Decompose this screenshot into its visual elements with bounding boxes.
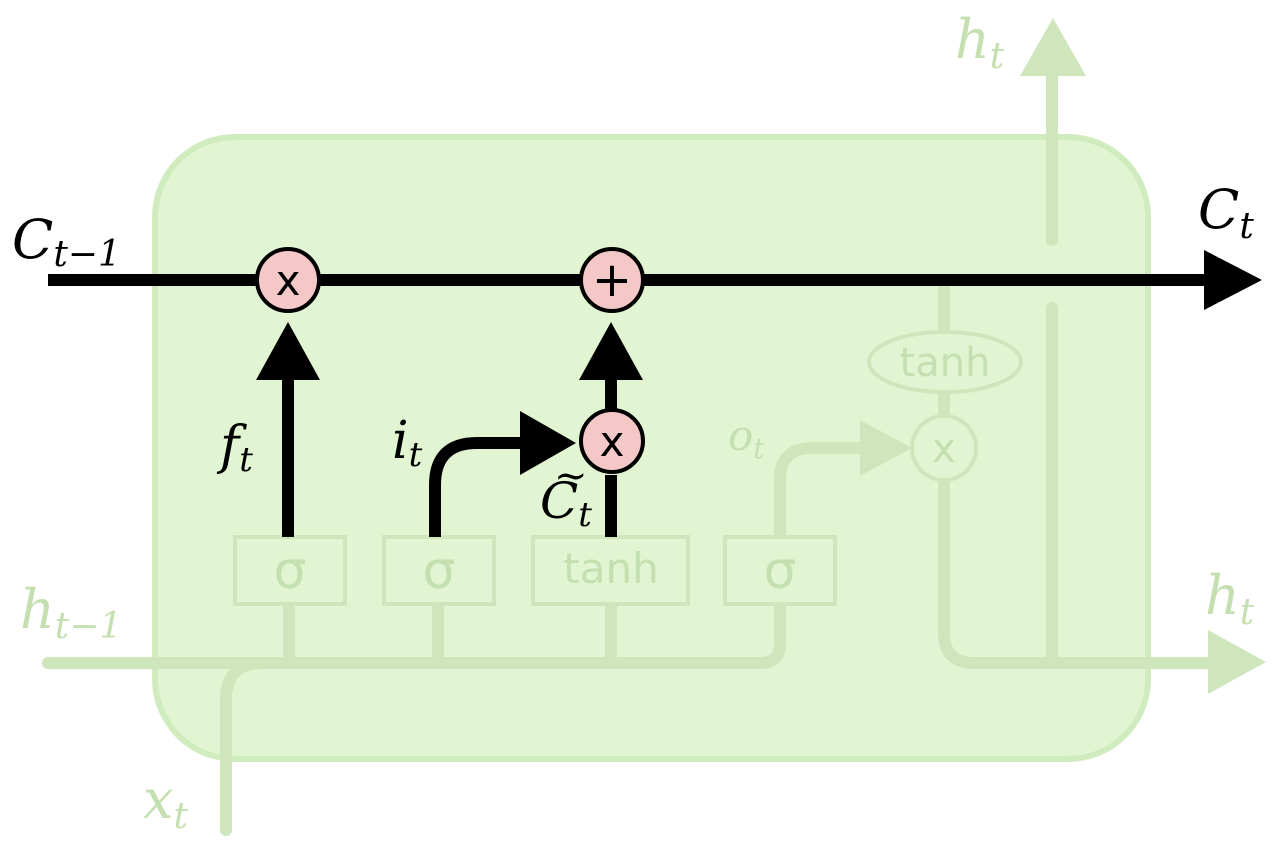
input-gate-box [382, 535, 496, 606]
x-input-line [220, 657, 269, 836]
label-c-tilde-mark: ~ [554, 453, 588, 499]
output-multiply-node [910, 414, 978, 482]
label-c-tilde: Ct [540, 472, 592, 535]
output-multiply-symbol: x [932, 426, 956, 472]
forget-multiply-symbol: x [276, 256, 301, 305]
update-arrowhead [579, 322, 643, 380]
h-out-path [938, 474, 1221, 669]
label-h-top: ht [955, 8, 1005, 77]
cell-add-symbol: + [592, 252, 632, 308]
label-o-t: ot [728, 411, 765, 465]
label-h-prev: ht−1 [20, 578, 122, 647]
h-up-arrowhead [1020, 18, 1086, 76]
output-gate-path [754, 442, 876, 669]
cell-tanh-label: tanh [900, 340, 991, 386]
h-right-arrowhead [1208, 630, 1266, 694]
input-gate-label: σ [423, 541, 456, 601]
forget-multiply-node [255, 247, 321, 313]
input-arrowhead [520, 411, 576, 475]
input-multiply-node [579, 408, 645, 474]
forget-arrowhead [256, 322, 320, 380]
output-gate-box [723, 535, 837, 606]
label-c-t: Ct [1198, 178, 1254, 247]
input-multiply-symbol: x [600, 417, 625, 466]
candidate-gate-label: tanh [563, 544, 658, 593]
cell-state-arrowhead [1204, 250, 1262, 310]
output-gate-arrowhead [860, 420, 912, 476]
forget-gate-box [233, 535, 347, 606]
label-c-prev: Ct−1 [12, 208, 121, 275]
candidate-gate-box [531, 535, 690, 606]
forget-gate-label: σ [274, 541, 307, 601]
gate-boxes: σ σ tanh σ tanh [233, 330, 1023, 606]
cell-add-node [579, 247, 645, 313]
input-path [429, 437, 530, 537]
label-h-right: ht [1205, 564, 1255, 633]
output-gate-label: σ [764, 541, 797, 601]
label-i-t: it [392, 411, 423, 475]
label-x-t: xt [143, 768, 188, 837]
cell-tanh-ellipse [867, 330, 1023, 394]
